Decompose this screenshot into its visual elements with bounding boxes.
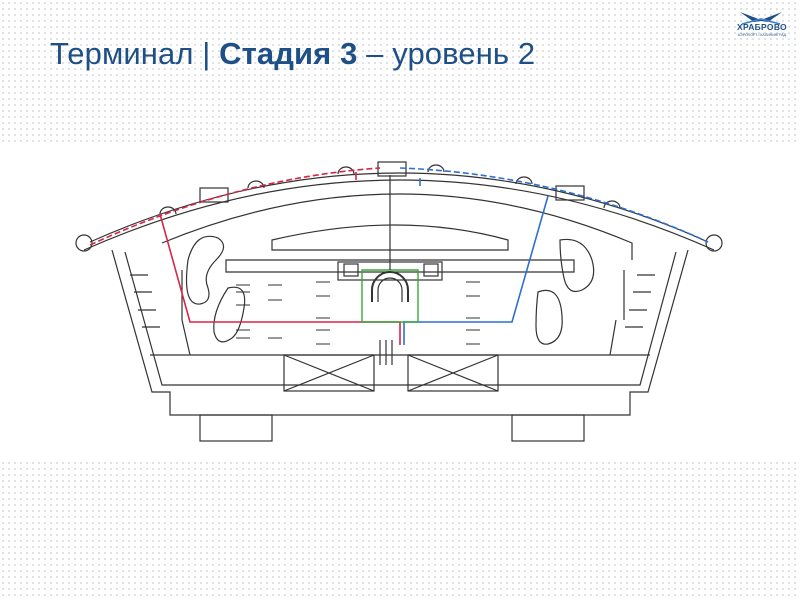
slide-title: Терминал | Стадия 3 – уровень 2 — [50, 36, 535, 72]
route-blue — [399, 167, 709, 345]
equipment-room-right — [407, 354, 499, 392]
title-part-1: Терминал | — [50, 36, 220, 71]
seating-blob-right-2 — [535, 289, 563, 345]
airport-logo — [740, 12, 782, 25]
plan-outline — [75, 161, 723, 442]
wall-left — [111, 249, 689, 416]
roof-outer — [83, 179, 715, 251]
dotted-background-top — [0, 0, 800, 145]
title-stage: Стадия 3 — [219, 36, 358, 71]
roof-inner — [89, 172, 709, 243]
seating-blob-right — [559, 238, 595, 293]
route-red — [89, 167, 401, 345]
route-green — [361, 269, 419, 323]
title-part-2: – уровень 2 — [357, 36, 536, 71]
plan-area — [0, 145, 800, 460]
dotted-background-bottom — [0, 460, 800, 600]
seating-blob-left-2 — [213, 286, 246, 343]
arch-gate — [371, 271, 409, 302]
logo-name: ХРАБРОВО — [737, 22, 787, 32]
equipment-room-left — [283, 354, 375, 392]
seating-blob-left — [185, 235, 225, 305]
aircraft-icon — [740, 12, 782, 25]
logo-subtitle: АЭРОПОРТ • КАЛИНИНГРАД — [737, 33, 787, 37]
